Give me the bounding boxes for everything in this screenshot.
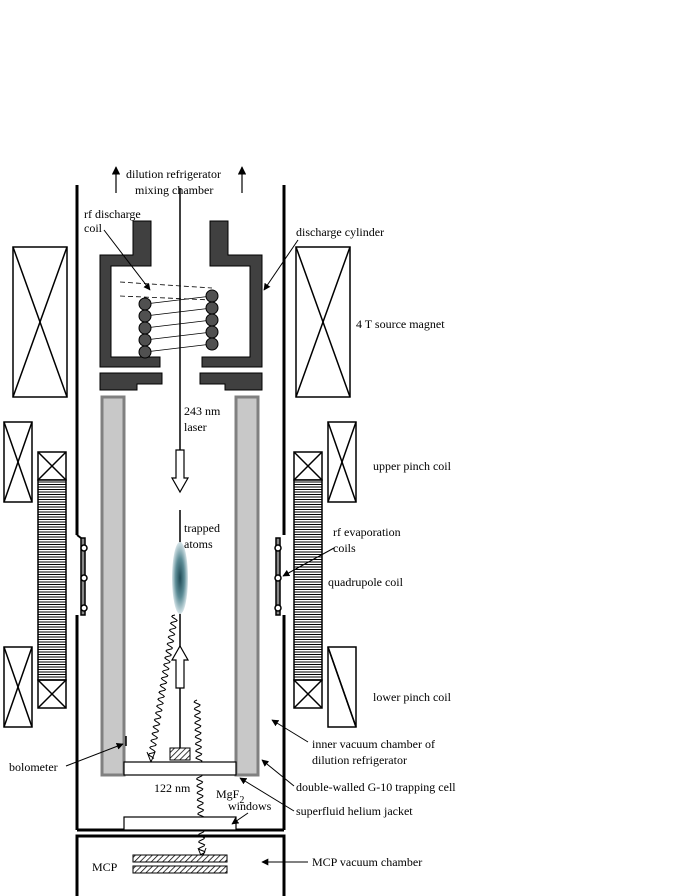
mcp-label: MCP: [92, 860, 118, 874]
rf-discharge-label-line1: rf discharge: [84, 207, 141, 221]
laser-beam-dump: [169, 747, 191, 761]
mgf2-window-lower: [123, 816, 237, 831]
windows-label: windows: [228, 799, 272, 813]
rf-evaporation-coils-left: [76, 534, 88, 616]
top-label-line2: mixing chamber: [135, 183, 213, 197]
inner-vac-label-line1: inner vacuum chamber of: [312, 737, 435, 751]
quadrupole-label: quadrupole coil: [328, 575, 404, 589]
leader-windows: [231, 812, 249, 825]
leader-arrows: [65, 229, 335, 866]
lyman-alpha-photon-to-bolometer: [147, 614, 178, 759]
quadrupole-coil-left: [37, 451, 67, 709]
trapped-label-line1: trapped: [184, 521, 220, 535]
lower-pinch-coil-left: [3, 646, 33, 728]
source-magnet-label: 4 T source magnet: [356, 317, 445, 331]
mgf2-subscript: 2: [239, 795, 244, 806]
laser-label-line2: laser: [184, 420, 207, 434]
trapping-cell: [100, 395, 260, 777]
mgf2-label: MgF2: [216, 787, 244, 806]
mcp-vacuum-chamber: [75, 834, 286, 896]
mcp-chamber-label: MCP vacuum chamber: [312, 855, 422, 869]
rf-discharge-label-line2: coil: [84, 221, 103, 235]
upper-pinch-coil-left: [3, 421, 33, 503]
leader-discharge-cylinder: [263, 239, 299, 291]
lyman-label: 122 nm: [154, 781, 191, 795]
source-magnet-left: [12, 246, 68, 398]
upper-pinch-coil-right: [327, 421, 357, 503]
source-magnet-right: [295, 246, 351, 398]
laser-arrow-up: [170, 644, 190, 689]
trap-cell-label: double-walled G-10 trapping cell: [296, 780, 456, 794]
lyman-alpha-photon-to-mcp: [193, 699, 206, 856]
rf-evaporation-coils-right: [274, 537, 282, 616]
inner-vac-label-line2: dilution refrigerator: [312, 753, 407, 767]
leader-rf-evaporation: [282, 547, 335, 577]
trapped-label-line2: atoms: [184, 537, 213, 551]
leader-bolometer: [65, 743, 124, 767]
mgf2-main: MgF: [216, 787, 240, 801]
laser-label-line1: 243 nm: [184, 404, 221, 418]
discharge-cylinder: [99, 220, 263, 391]
discharge-cylinder-label: discharge cylinder: [296, 225, 384, 239]
rf-discharge-coil: [119, 281, 219, 359]
lower-pinch-coil-right: [327, 646, 357, 728]
leader-rf-discharge: [103, 229, 151, 291]
mgf2-window-upper: [123, 761, 237, 776]
quadrupole-coil-right: [293, 451, 323, 709]
leader-inner-vacuum: [271, 719, 309, 743]
mcp-detector: [132, 854, 228, 874]
trapped-atom-cloud: [172, 542, 188, 614]
upper-pinch-label: upper pinch coil: [373, 459, 452, 473]
leader-superfluid: [239, 777, 295, 812]
rf-evap-label-line1: rf evaporation: [333, 525, 401, 539]
laser-arrow-down: [170, 449, 190, 494]
bolometer-label: bolometer: [9, 760, 58, 774]
superfluid-label: superfluid helium jacket: [296, 804, 413, 818]
leader-trap-cell: [261, 759, 295, 787]
rf-evap-label-line2: coils: [333, 541, 356, 555]
lower-pinch-label: lower pinch coil: [373, 690, 452, 704]
top-label-line1: dilution refrigerator: [126, 167, 221, 181]
